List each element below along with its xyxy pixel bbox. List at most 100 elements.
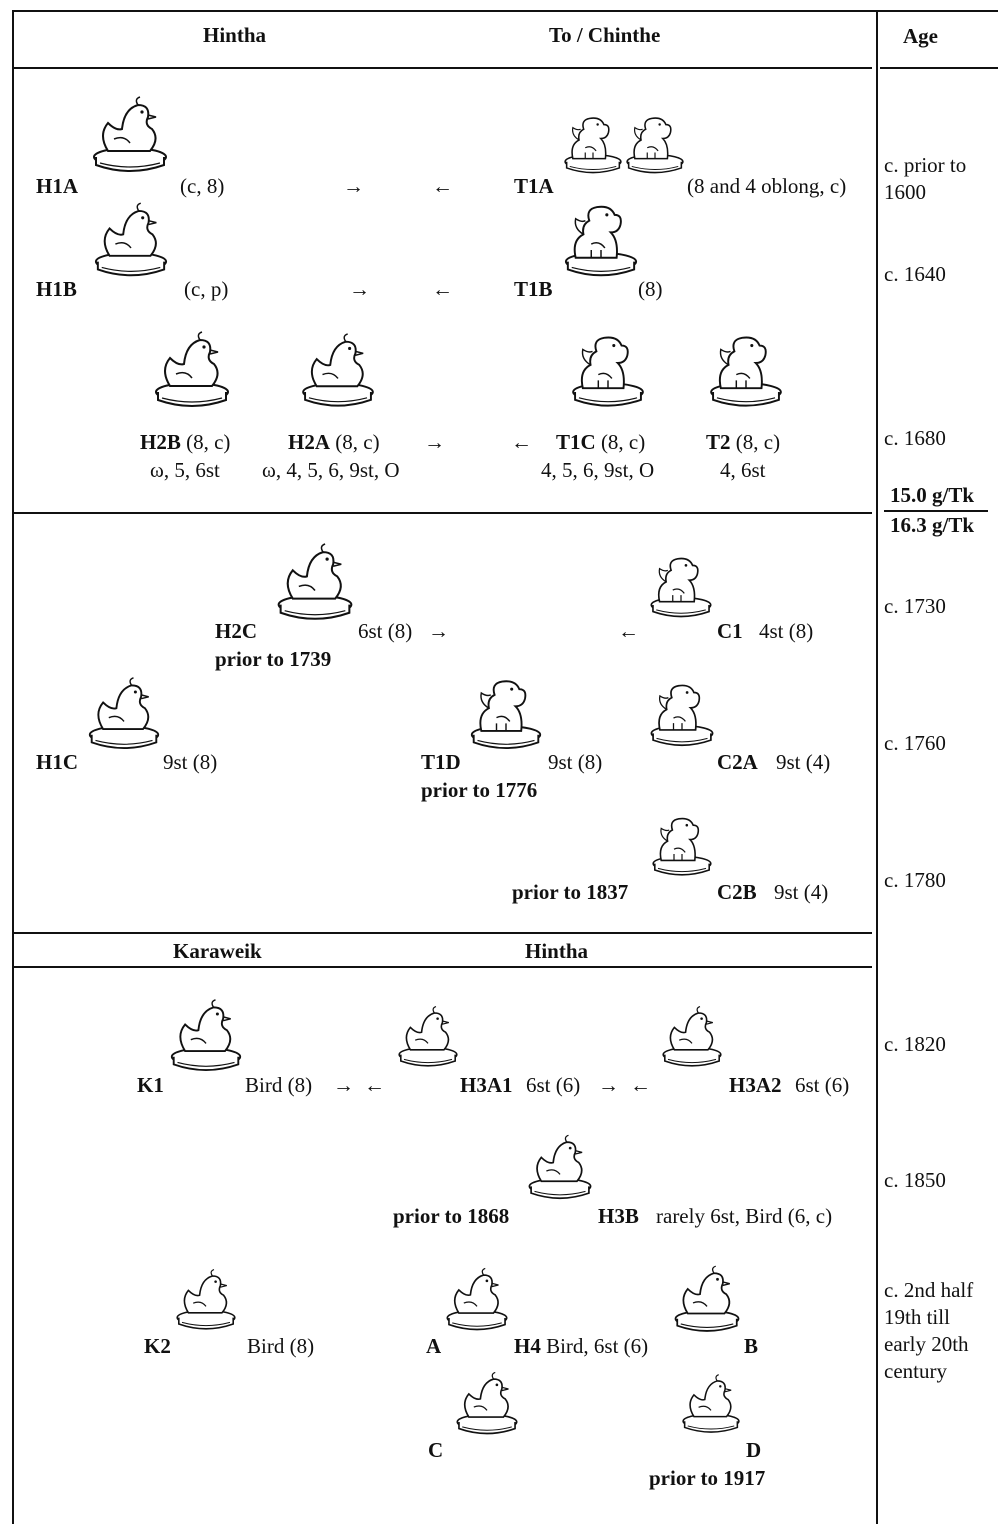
label-h4: H4 Bird, 6st (6) [514, 1333, 648, 1359]
bird-weight-icon [454, 1360, 520, 1460]
bird-weight-icon [92, 200, 170, 295]
code-t1c: T1C [556, 430, 596, 454]
header-rule-left [14, 67, 872, 69]
note-c1: 4st (8) [759, 619, 814, 643]
code-t1d: T1D [421, 750, 461, 774]
code-h3b: H3B [598, 1204, 639, 1228]
note-h3b: rarely 6st, Bird (6, c) [656, 1204, 833, 1228]
label-a: A [426, 1334, 442, 1358]
column-divider [876, 10, 878, 1524]
age-a9: c. 2nd half 19th till early 20th century [884, 1278, 974, 1383]
arrow-right: → [428, 619, 449, 643]
code-c1: C1 [717, 619, 743, 643]
lion-weight-icon [624, 108, 686, 193]
bird-weight-icon [86, 672, 162, 770]
code-t1b: T1B [514, 277, 553, 301]
label-d: D [746, 1438, 762, 1462]
age-a4: c. 1730 [884, 594, 946, 618]
lion-weight-icon [650, 804, 714, 900]
age-a7: c. 1820 [884, 1032, 946, 1056]
section2-rule [14, 932, 872, 934]
date-t1d: prior to 1776 [421, 778, 538, 802]
arrow-left: ← [511, 430, 532, 454]
frame-left [12, 10, 14, 1524]
age-a5: c. 1760 [884, 731, 946, 755]
age-a3: c. 1680 [884, 426, 946, 450]
label-h2a: H2A (8, c) [288, 429, 380, 455]
code-h1c: H1C [36, 750, 78, 774]
section1-rule [14, 512, 872, 514]
bird-weight-icon [298, 332, 378, 424]
bird-weight-icon [444, 1256, 510, 1356]
sub-t2: 4, 6st [720, 458, 766, 482]
lion-weight-icon [562, 200, 640, 295]
weight-standard-new: 16.3 g/Tk [890, 513, 975, 537]
note-h2b: (8, c) [186, 430, 231, 454]
bird-weight-icon [672, 1256, 742, 1356]
code-c2b: C2B [717, 880, 757, 904]
note-c2b: 9st (4) [774, 880, 829, 904]
age-a1: c. prior to 1600 [884, 153, 967, 204]
label-h2b: H2B (8, c) [140, 429, 230, 455]
code-h3a1: H3A1 [460, 1073, 513, 1097]
date-c2b: prior to 1837 [512, 880, 629, 904]
sub-h2a: ω, 4, 5, 6, 9st, O [262, 458, 400, 482]
note-h1a: (c, 8) [180, 174, 225, 198]
note-h2a: (8, c) [335, 430, 380, 454]
header-karaweik: Karaweik [173, 939, 262, 963]
code-k2: K2 [144, 1334, 171, 1358]
lion-weight-icon [562, 108, 624, 193]
bird-weight-icon [168, 994, 244, 1092]
header-to-chinthe: To / Chinthe [549, 23, 661, 47]
label-t1c: T1C (8, c) [556, 429, 645, 455]
bird-weight-icon [680, 1360, 742, 1460]
code-h1b: H1B [36, 277, 77, 301]
arrow-left: ← [432, 277, 453, 301]
code-t2: T2 [706, 430, 731, 454]
arrow-right: → [424, 430, 445, 454]
note-c2a: 9st (4) [776, 750, 831, 774]
code-k1: K1 [137, 1073, 164, 1097]
header-rule-right [880, 67, 998, 69]
sub-h2b: ω, 5, 6st [150, 458, 220, 482]
arrow-left: ← [364, 1073, 385, 1097]
note-h3a1: 6st (6) [526, 1073, 581, 1097]
lion-weight-icon [706, 332, 786, 424]
bird-weight-icon [148, 330, 236, 425]
section3-header-rule [14, 966, 872, 968]
lion-weight-icon [568, 332, 648, 424]
note-h1c: 9st (8) [163, 750, 218, 774]
label-b: B [744, 1334, 759, 1358]
date-d: prior to 1917 [649, 1466, 766, 1490]
sub-t1c: 4, 5, 6, 9st, O [541, 458, 655, 482]
arrow-right: → [349, 277, 370, 301]
note-h4: Bird, 6st (6) [546, 1334, 649, 1358]
arrow-right: → [343, 174, 364, 198]
bird-weight-icon [660, 994, 724, 1092]
arrow-left: ← [630, 1073, 651, 1097]
age-a2: c. 1640 [884, 262, 946, 286]
code-h4: H4 [514, 1334, 541, 1358]
date-h3b: prior to 1868 [393, 1204, 510, 1228]
lion-weight-icon [648, 672, 716, 770]
code-h2c: H2C [215, 619, 257, 643]
note-t2: (8, c) [735, 430, 781, 454]
arrow-right: → [598, 1073, 619, 1097]
note-h1b: (c, p) [184, 277, 229, 301]
note-t1c: (8, c) [600, 430, 646, 454]
label-t2: T2 (8, c) [706, 429, 780, 455]
header-age: Age [903, 24, 938, 48]
header-hintha-lower: Hintha [525, 939, 589, 963]
code-h1a: H1A [36, 174, 78, 198]
weight-standard-old: 15.0 g/Tk [890, 483, 975, 507]
code-h3a2: H3A2 [729, 1073, 782, 1097]
frame-top [12, 10, 998, 12]
bird-weight-icon [396, 994, 460, 1092]
date-h2c: prior to 1739 [215, 647, 332, 671]
bird-weight-icon [272, 542, 358, 638]
bird-weight-icon [90, 95, 170, 190]
header-hintha: Hintha [203, 23, 267, 47]
note-h3a2: 6st (6) [795, 1073, 850, 1097]
note-t1d: 9st (8) [548, 750, 603, 774]
arrow-left: ← [618, 619, 639, 643]
